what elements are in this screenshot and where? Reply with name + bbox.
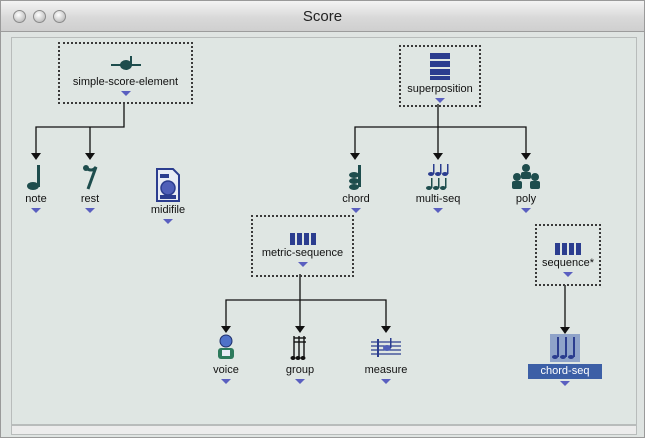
- poly-icon: [512, 164, 540, 189]
- poly-label: poly: [515, 193, 537, 205]
- quarter-note-icon: [27, 165, 40, 190]
- voice-icon: [218, 334, 234, 359]
- rest-node[interactable]: rest: [70, 163, 110, 213]
- simple-score-element-box: [58, 42, 193, 104]
- output-triangle-icon: [297, 262, 308, 267]
- superposition-label: superposition: [407, 83, 473, 95]
- sequence-label: sequence*: [542, 257, 594, 269]
- voice-label: voice: [213, 364, 239, 376]
- superposition-node[interactable]: superposition: [395, 53, 485, 103]
- chord-label: chord: [342, 193, 370, 205]
- midifile-label: midifile: [150, 204, 186, 216]
- simple-score-element-label: simple-score-element: [72, 76, 179, 88]
- output-triangle-icon: [221, 379, 231, 384]
- measure-icon: [371, 338, 401, 357]
- chord-icon: [349, 165, 361, 190]
- output-triangle-icon: [435, 98, 445, 103]
- chord-seq-node[interactable]: chord-seq: [528, 334, 602, 386]
- multi-seq-label: multi-seq: [415, 193, 461, 205]
- metric-sequence-label: metric-sequence: [261, 247, 344, 259]
- output-triangle-icon: [120, 91, 131, 96]
- output-triangle-icon: [560, 381, 570, 386]
- note-node[interactable]: note: [16, 163, 56, 213]
- metric-sequence-box: [251, 215, 354, 277]
- output-triangle-icon: [295, 379, 305, 384]
- measure-label: measure: [364, 364, 408, 376]
- bars-icon: [289, 233, 316, 245]
- voice-node[interactable]: voice: [204, 334, 248, 384]
- window-title: Score: [302, 8, 343, 25]
- output-triangle-icon: [351, 208, 361, 213]
- rest-label: rest: [80, 193, 100, 205]
- stack-icon: [430, 53, 450, 80]
- metric-sequence-node[interactable]: metric-sequence: [251, 233, 354, 267]
- superposition-box: [399, 45, 481, 107]
- close-button[interactable]: [13, 10, 26, 23]
- title-bar[interactable]: Score: [1, 1, 644, 32]
- patch-canvas[interactable]: [11, 37, 637, 425]
- chord-seq-label: chord-seq: [528, 364, 602, 379]
- output-triangle-icon: [381, 379, 391, 384]
- midifile-icon: [156, 168, 180, 202]
- group-node[interactable]: group: [278, 334, 322, 384]
- sequence-node[interactable]: sequence*: [535, 243, 601, 277]
- output-triangle-icon: [433, 208, 443, 213]
- output-triangle-icon: [85, 208, 95, 213]
- chord-node[interactable]: chord: [333, 163, 379, 213]
- minimize-button[interactable]: [33, 10, 46, 23]
- note-element-icon: [110, 56, 141, 70]
- rest-symbol-icon: [83, 165, 98, 190]
- group-label: group: [285, 364, 315, 376]
- sequence-box: [535, 224, 601, 286]
- output-triangle-icon: [31, 208, 41, 213]
- horizontal-scrollbar[interactable]: [11, 425, 637, 435]
- midifile-node[interactable]: midifile: [140, 168, 196, 224]
- note-label: note: [25, 193, 47, 205]
- multi-seq-node[interactable]: multi-seq: [403, 163, 473, 213]
- multi-seq-icon: [426, 164, 449, 190]
- simple-score-element-node[interactable]: simple-score-element: [58, 56, 193, 96]
- zoom-button[interactable]: [53, 10, 66, 23]
- group-icon: [290, 336, 306, 360]
- poly-node[interactable]: poly: [506, 163, 546, 213]
- chord-seq-icon: [550, 334, 580, 362]
- measure-node[interactable]: measure: [356, 334, 416, 384]
- output-triangle-icon: [163, 219, 173, 224]
- output-triangle-icon: [521, 208, 531, 213]
- bars-icon: [555, 243, 581, 255]
- output-triangle-icon: [563, 272, 573, 277]
